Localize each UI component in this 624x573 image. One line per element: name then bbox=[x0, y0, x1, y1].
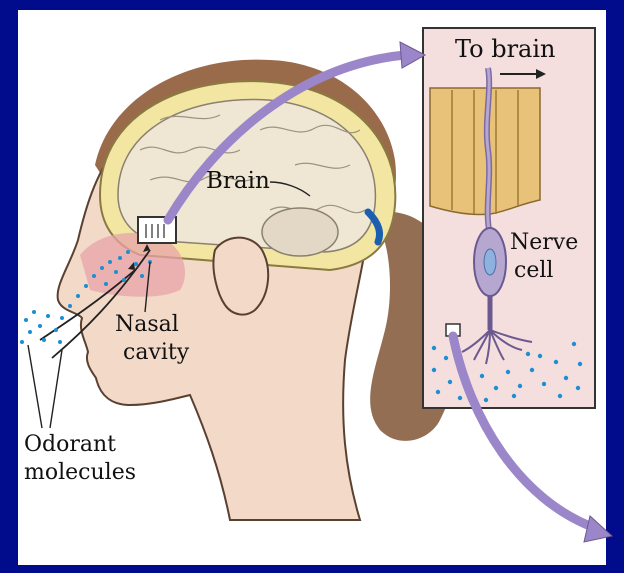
inset-panel bbox=[423, 28, 595, 408]
label-nerve: Nerve bbox=[510, 230, 578, 256]
label-nasal: Nasal bbox=[115, 312, 179, 338]
label-odorant: Odorant bbox=[24, 432, 116, 458]
label-molecules: molecules bbox=[24, 460, 136, 486]
nerve-cell-nucleus bbox=[484, 249, 496, 275]
label-to-brain: To brain bbox=[455, 36, 556, 62]
label-brain: Brain bbox=[206, 168, 270, 194]
label-cell: cell bbox=[514, 258, 553, 284]
cerebellum bbox=[262, 208, 338, 256]
label-cavity: cavity bbox=[123, 340, 189, 366]
